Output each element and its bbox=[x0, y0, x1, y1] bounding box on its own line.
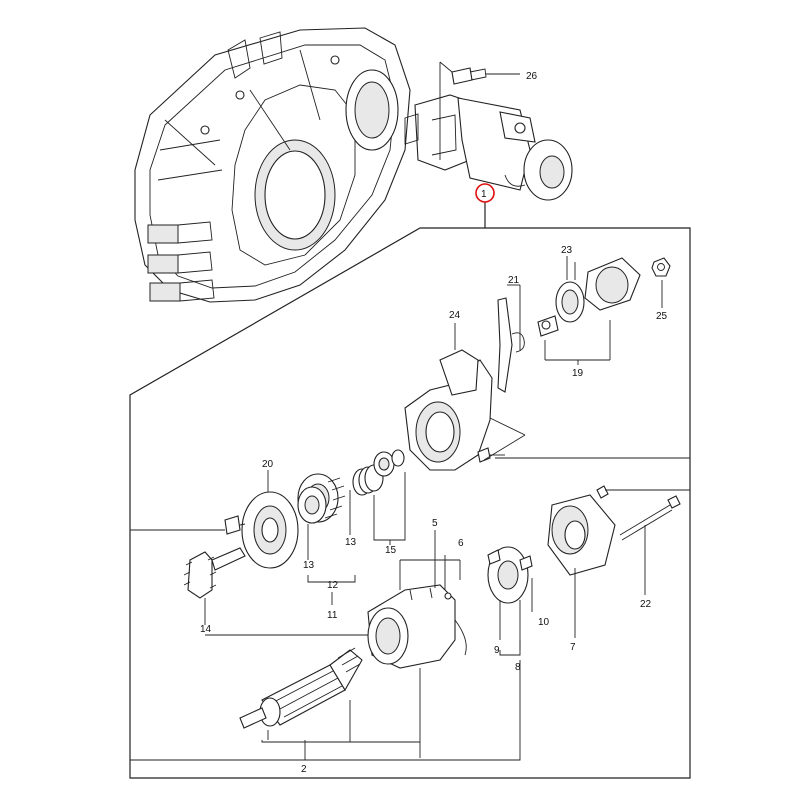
callout-26: 26 bbox=[526, 71, 538, 82]
callout-13b: 13 bbox=[345, 537, 357, 548]
explode-frame bbox=[129, 202, 691, 779]
flywheel-housing bbox=[134, 27, 411, 303]
callout-13a: 13 bbox=[303, 560, 315, 571]
solenoid-group bbox=[497, 256, 671, 393]
bolt-26 bbox=[439, 61, 520, 160]
brush-holder-8 bbox=[487, 546, 533, 656]
callout-19: 19 bbox=[572, 368, 584, 379]
callout-5: 5 bbox=[432, 518, 438, 529]
callout-10: 10 bbox=[538, 617, 550, 628]
rear-cover-7 bbox=[547, 494, 616, 638]
center-bracket-20 bbox=[224, 470, 299, 569]
callout-2: 2 bbox=[301, 764, 307, 775]
callout-14: 14 bbox=[200, 624, 212, 635]
callout-1: 1 bbox=[481, 189, 487, 200]
callout-7: 7 bbox=[570, 642, 576, 653]
callout-11: 11 bbox=[327, 610, 338, 621]
callout-20: 20 bbox=[262, 459, 274, 470]
callout-23: 23 bbox=[561, 245, 573, 256]
starter-assembly-mounted bbox=[404, 94, 573, 201]
callout-6: 6 bbox=[458, 538, 464, 549]
callout-15: 15 bbox=[385, 545, 397, 556]
callout-1-highlight-circle bbox=[475, 183, 495, 203]
callout-22: 22 bbox=[640, 599, 652, 610]
callout-24: 24 bbox=[449, 310, 461, 321]
yoke-assembly-5 bbox=[367, 530, 467, 758]
drive-housing-24 bbox=[404, 323, 526, 471]
leader-8-to-frame bbox=[130, 660, 521, 761]
through-bolt-22 bbox=[596, 485, 690, 595]
spring-15 bbox=[352, 449, 406, 545]
callout-25: 25 bbox=[656, 311, 668, 322]
leader-12 bbox=[307, 575, 356, 583]
callout-9: 9 bbox=[494, 645, 500, 656]
callout-21: 21 bbox=[508, 275, 520, 286]
callout-8: 8 bbox=[515, 662, 521, 673]
clutch-gear-13 bbox=[297, 473, 351, 560]
armature-2 bbox=[239, 647, 363, 760]
callout-12: 12 bbox=[327, 580, 339, 591]
